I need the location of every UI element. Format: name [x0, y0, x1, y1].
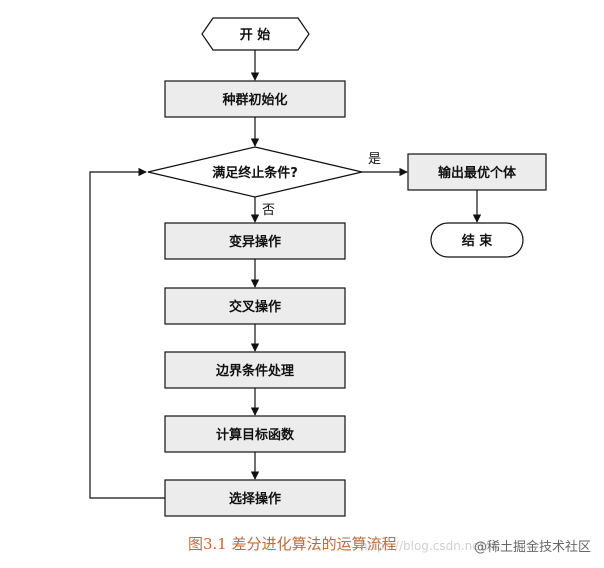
start-label: 开 始	[240, 27, 271, 43]
yes-label: 是	[368, 152, 381, 167]
watermark-url: https://blog.csdn.net/...	[360, 539, 500, 553]
condition-label: 满足终止条件?	[212, 165, 298, 181]
objective-label: 计算目标函数	[216, 427, 295, 443]
source-badge: @稀土掘金技术社区	[474, 540, 592, 555]
end-node	[430, 222, 524, 258]
output-label: 输出最优个体	[438, 165, 517, 181]
selection-node	[164, 479, 346, 517]
crossover-label: 交叉操作	[229, 299, 281, 315]
start-node	[201, 17, 310, 51]
boundary-node	[164, 351, 346, 389]
boundary-label: 边界条件处理	[215, 363, 294, 379]
edge-loop-back	[89, 167, 165, 499]
crossover-node	[164, 287, 346, 325]
no-label: 否	[262, 203, 275, 218]
selection-label: 选择操作	[229, 491, 281, 507]
objective-node	[164, 415, 346, 453]
output-node	[407, 153, 547, 191]
init-label: 种群初始化	[221, 92, 287, 108]
mutation-label: 变异操作	[229, 234, 281, 250]
init-node	[164, 80, 346, 118]
end-label: 结 束	[462, 233, 494, 249]
figure-caption: 图3.1 差分进化算法的运算流程	[188, 535, 397, 553]
